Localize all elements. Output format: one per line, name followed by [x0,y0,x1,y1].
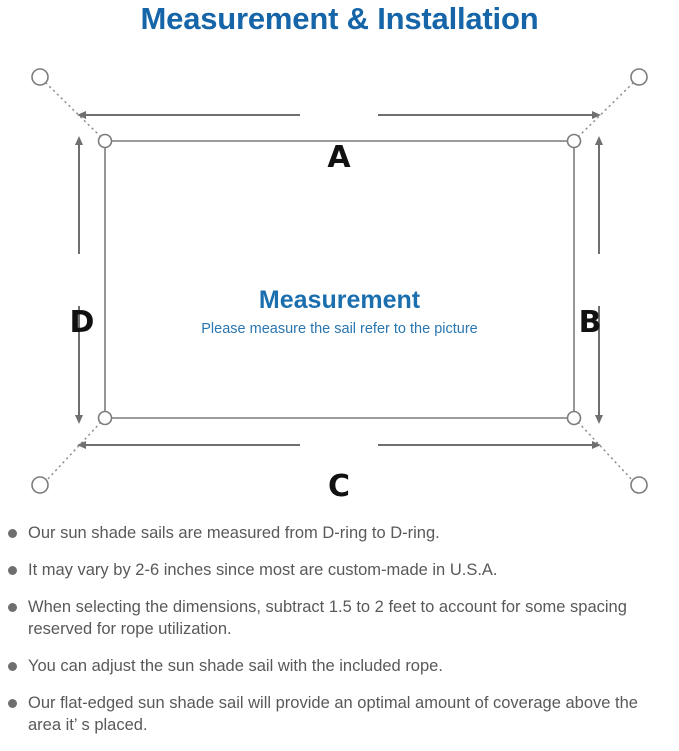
bullet-dot-icon [8,662,17,671]
anchor-ring-bottom-right-icon [630,476,648,494]
anchor-ring-bottom-left-icon [31,476,49,494]
diagram-svg [31,68,648,494]
rope-line-top-right [577,82,634,138]
d-ring-bottom-left-icon [97,410,113,426]
sail-rectangle [104,140,575,419]
list-item: Our sun shade sails are measured from D-… [0,522,679,544]
rope-line-top-left [45,82,102,138]
bullet-dot-icon [8,699,17,708]
bullet-dot-icon [8,529,17,538]
anchor-ring-top-right-icon [630,68,648,86]
rope-line-bottom-left [45,421,102,482]
rope-line-bottom-right [577,421,634,482]
list-item: It may vary by 2-6 inches since most are… [0,559,679,581]
d-ring-top-right-icon [566,133,582,149]
sail-measurement-diagram: Measurement Please measure the sail refe… [0,44,679,514]
anchor-ring-top-left-icon [31,68,49,86]
bullet-dot-icon [8,566,17,575]
note-text: Our sun shade sails are measured from D-… [28,524,440,542]
list-item: When selecting the dimensions, subtract … [0,596,679,640]
note-text: It may vary by 2-6 inches since most are… [28,561,498,579]
dimension-label-b: B [578,305,602,340]
note-text: When selecting the dimensions, subtract … [28,598,627,638]
dimension-label-d: D [69,305,95,340]
note-text: Our flat-edged sun shade sail will provi… [28,694,638,734]
list-item: You can adjust the sun shade sail with t… [0,655,679,677]
list-item: Our flat-edged sun shade sail will provi… [0,692,679,736]
page-title: Measurement & Installation [140,1,539,36]
d-ring-top-left-icon [97,133,113,149]
bullet-dot-icon [8,603,17,612]
notes-list: Our sun shade sails are measured from D-… [0,522,679,751]
dimension-label-a: A [327,140,351,175]
d-ring-bottom-right-icon [566,410,582,426]
note-text: You can adjust the sun shade sail with t… [28,657,443,675]
dimension-label-c: C [327,469,351,504]
